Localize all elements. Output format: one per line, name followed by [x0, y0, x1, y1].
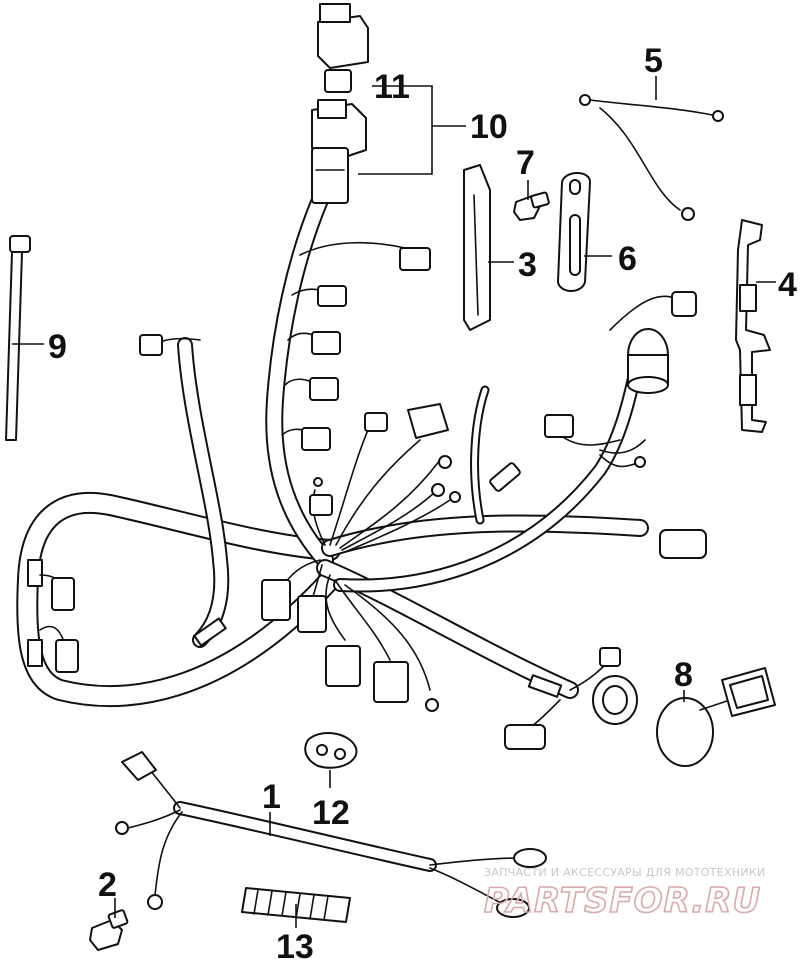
- leader-lines: [12, 76, 776, 928]
- watermark-tagline: ЗАПЧАСТИ И АКСЕССУАРЫ ДЛЯ МОТОТЕХНИКИ: [484, 866, 766, 879]
- callout-3: 3: [518, 246, 537, 284]
- callout-4: 4: [778, 266, 797, 304]
- part-1-sub-harness: [115, 751, 547, 918]
- callout-labels: 1 2 3 4 5 6 7 8 9 10 11 12 13: [48, 42, 797, 962]
- callout-9: 9: [48, 328, 67, 366]
- callout-12: 12: [312, 794, 350, 832]
- part-6-bracket: [557, 172, 591, 292]
- callout-7: 7: [516, 144, 535, 182]
- callout-8: 8: [674, 656, 693, 694]
- watermark: ЗАПЧАСТИ И АКСЕССУАРЫ ДЛЯ МОТОТЕХНИКИ PA…: [483, 866, 766, 922]
- part-12-grommet: [304, 732, 358, 769]
- callout-6: 6: [618, 240, 637, 278]
- part-4-ground-strap: [735, 219, 771, 433]
- part-2-bolt: [89, 909, 129, 951]
- main-harness: [16, 191, 649, 707]
- callout-10: 10: [470, 108, 508, 146]
- callout-13: 13: [276, 928, 314, 962]
- callout-2: 2: [98, 866, 117, 904]
- part-8-switch: [656, 667, 776, 767]
- watermark-logo: PARTSFOR.RU: [484, 881, 761, 921]
- callout-5: 5: [644, 42, 663, 80]
- part-relay-10-11: [311, 3, 369, 204]
- callout-1: 1: [262, 778, 281, 816]
- part-9-cable-tie: [5, 235, 31, 441]
- callout-11: 11: [374, 68, 410, 106]
- part-3-rod: [463, 164, 491, 331]
- part-7-bolt: [513, 191, 550, 221]
- part-5-wire-lead: [579, 94, 724, 221]
- harness-connectors: [51, 247, 707, 750]
